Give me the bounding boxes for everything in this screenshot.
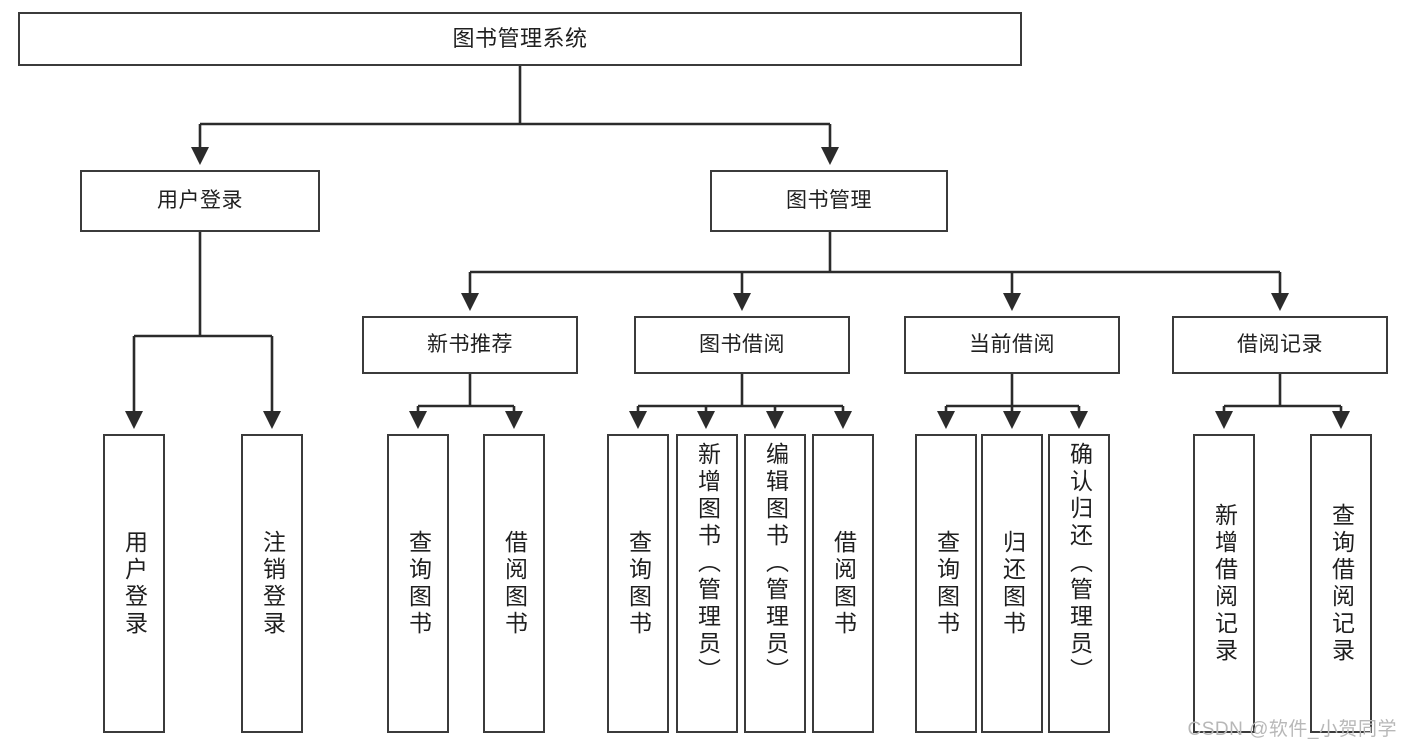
leaf-add-borrow-record[interactable]: 新增借阅记录: [1193, 434, 1255, 733]
leaf-user-login[interactable]: 用户登录: [103, 434, 165, 733]
node-label: 图书管理系统: [452, 26, 588, 52]
node-label: 确认归还（管理员）: [1066, 442, 1093, 685]
node-label: 新书推荐: [427, 332, 513, 356]
node-label: 借阅图书: [501, 529, 528, 638]
node-label: 用户登录: [157, 188, 243, 212]
leaf-edit-book-admin[interactable]: 编辑图书（管理员）: [744, 434, 806, 733]
node-label: 查询图书: [933, 529, 960, 638]
node-book-management[interactable]: 图书管理: [710, 170, 948, 232]
node-book-borrow[interactable]: 图书借阅: [634, 316, 850, 374]
node-label: 查询借阅记录: [1328, 502, 1355, 665]
node-label: 图书借阅: [699, 332, 785, 356]
node-current-borrow[interactable]: 当前借阅: [904, 316, 1120, 374]
node-label: 图书管理: [786, 188, 872, 212]
node-label: 注销登录: [259, 529, 286, 638]
leaf-borrow-book-newbook[interactable]: 借阅图书: [483, 434, 545, 733]
node-label: 新增借阅记录: [1211, 502, 1238, 665]
node-label: 借阅记录: [1237, 332, 1323, 356]
node-borrow-record[interactable]: 借阅记录: [1172, 316, 1388, 374]
leaf-query-book-current[interactable]: 查询图书: [915, 434, 977, 733]
node-label: 借阅图书: [830, 529, 857, 638]
leaf-query-borrow-record[interactable]: 查询借阅记录: [1310, 434, 1372, 733]
leaf-add-book-admin[interactable]: 新增图书（管理员）: [676, 434, 738, 733]
node-label: 新增图书（管理员）: [694, 442, 721, 685]
leaf-confirm-return-admin[interactable]: 确认归还（管理员）: [1048, 434, 1110, 733]
node-label: 用户登录: [121, 529, 148, 638]
leaf-query-book-newbook[interactable]: 查询图书: [387, 434, 449, 733]
node-label: 查询图书: [405, 529, 432, 638]
node-label: 归还图书: [999, 529, 1026, 638]
leaf-borrow-book[interactable]: 借阅图书: [812, 434, 874, 733]
node-new-book-recommend[interactable]: 新书推荐: [362, 316, 578, 374]
csdn-watermark: CSDN @软件_小贺同学: [1187, 719, 1397, 740]
leaf-logout[interactable]: 注销登录: [241, 434, 303, 733]
node-label: 查询图书: [625, 529, 652, 638]
node-root-book-management-system[interactable]: 图书管理系统: [18, 12, 1022, 66]
node-label: 当前借阅: [969, 332, 1055, 356]
node-label: 编辑图书（管理员）: [762, 442, 789, 685]
leaf-return-book[interactable]: 归还图书: [981, 434, 1043, 733]
node-user-login[interactable]: 用户登录: [80, 170, 320, 232]
leaf-query-book-borrow[interactable]: 查询图书: [607, 434, 669, 733]
